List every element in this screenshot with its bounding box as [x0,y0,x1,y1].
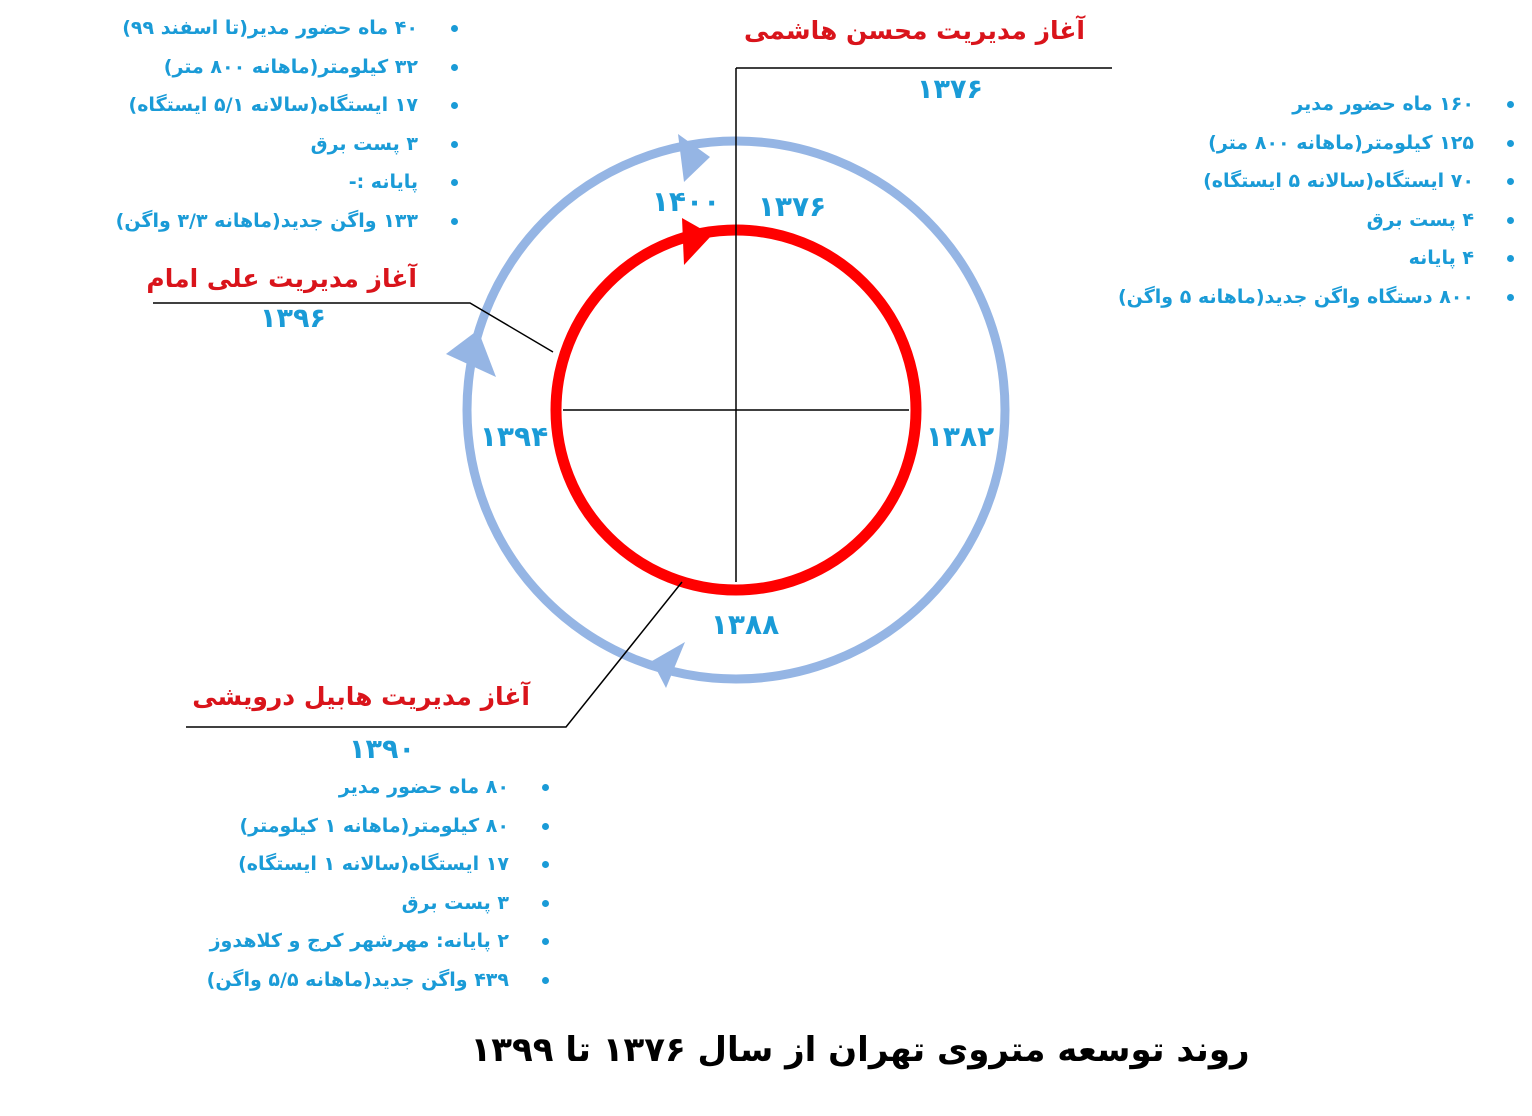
hashemi-heading: آغاز مدیریت محسن هاشمی [743,16,1085,45]
outer-arrow-top [678,134,710,182]
hashemi-year: ۱۳۷۶ [917,74,983,105]
hashemi-stat-item: ۴ پایانه [1000,246,1520,285]
emam-stat-item: ۱۳۳ واگن جدید(ماهانه ۳/۳ واگن) [10,209,464,248]
outer-arrow-bottom [652,642,685,688]
darvishi-year: ۱۳۹۰ [349,734,415,765]
emam-stat-item: ۱۷ ایستگاه(سالانه ۵/۱ ایستگاه) [10,93,464,132]
darvishi-leader-line [186,581,683,728]
emam-stat-item: ۴۰ ماه حضور مدیر(تا اسفند ۹۹) [10,16,464,55]
emam-stat-item: ۳۲ کیلومتر(ماهانه ۸۰۰ متر) [10,55,464,94]
hashemi-stat-item: ۱۶۰ ماه حضور مدیر [1000,92,1520,131]
cycle-year-top-left: ۱۴۰۰ [651,185,721,218]
outer-arrow-left [446,330,496,377]
cycle-year-right: ۱۳۸۲ [925,420,995,453]
cycle-year-top-right: ۱۳۷۶ [757,190,827,223]
diagram-caption: روند توسعه متروی تهران از سال ۱۳۷۶ تا ۱۳… [470,1030,1250,1070]
hashemi-stat-item: ۸۰۰ دستگاه واگن جدید(ماهانه ۵ واگن) [1000,285,1520,324]
emam-stats-list: ۴۰ ماه حضور مدیر(تا اسفند ۹۹) ۳۲ کیلومتر… [10,16,464,248]
emam-stat-item: ۳ پست برق [10,132,464,171]
darvishi-stat-item: ۴۳۹ واگن جدید(ماهانه ۵/۵ واگن) [100,968,555,1007]
cycle-year-left: ۱۳۹۴ [479,420,549,453]
inner-arrow-top [682,218,712,265]
hashemi-stat-item: ۴ پست برق [1000,208,1520,247]
darvishi-stats-list: ۸۰ ماه حضور مدیر ۸۰ کیلومتر(ماهانه ۱ کیل… [100,775,555,1007]
hashemi-stat-item: ۷۰ ایستگاه(سالانه ۵ ایستگاه) [1000,169,1520,208]
darvishi-stat-item: ۲ پایانه: مهرشهر کرج و کلاهدوز [100,929,555,968]
darvishi-stat-item: ۱۷ ایستگاه(سالانه ۱ ایستگاه) [100,852,555,891]
emam-year: ۱۳۹۶ [260,303,326,334]
emam-heading: آغاز مدیریت علی امام [146,264,417,293]
darvishi-stat-item: ۳ پست برق [100,891,555,930]
emam-stat-item: پایانه :- [10,170,464,209]
cycle-year-bottom: ۱۳۸۸ [710,608,780,641]
hashemi-stats-list: ۱۶۰ ماه حضور مدیر ۱۲۵ کیلومتر(ماهانه ۸۰۰… [1000,92,1520,324]
emam-leader-line [153,302,554,353]
darvishi-stat-item: ۸۰ کیلومتر(ماهانه ۱ کیلومتر) [100,814,555,853]
darvishi-heading: آغاز مدیریت هابیل درویشی [192,682,530,711]
hashemi-stat-item: ۱۲۵ کیلومتر(ماهانه ۸۰۰ متر) [1000,131,1520,170]
darvishi-stat-item: ۸۰ ماه حضور مدیر [100,775,555,814]
